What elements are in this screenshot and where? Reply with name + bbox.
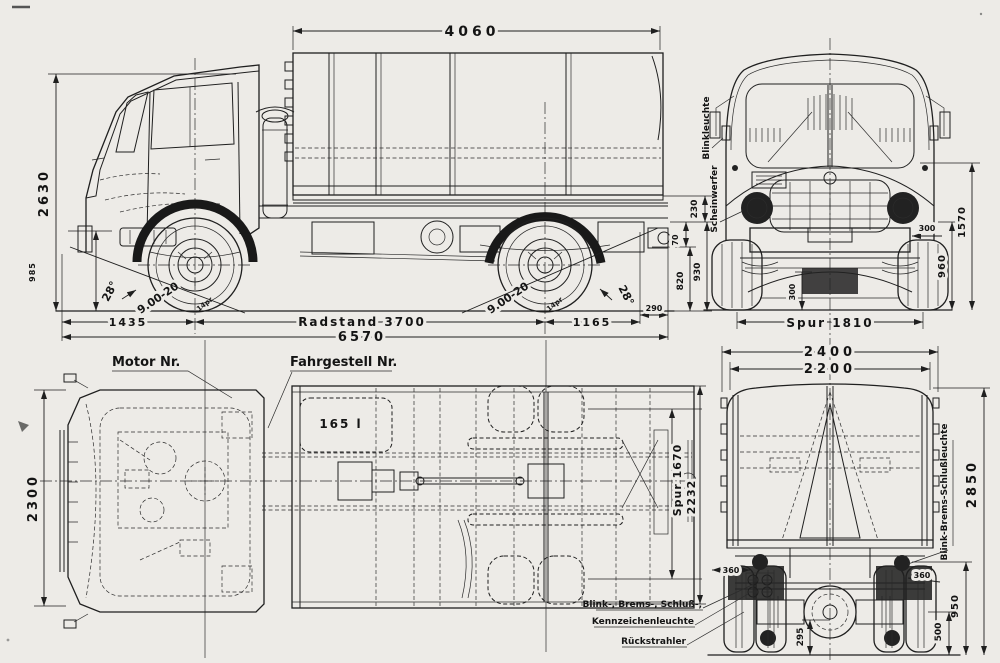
side-rear-wheel: [484, 212, 606, 313]
front-blinker-label: Blinkleuchte: [702, 96, 712, 159]
front-headlight-left: [741, 192, 773, 224]
side-front-wheel: [132, 199, 258, 313]
reflector-label: Rückstrahler: [621, 637, 686, 647]
side-air-stack: [255, 106, 295, 219]
front-headlight-right: [887, 192, 919, 224]
rear-top-dims: 2400 2200: [721, 342, 939, 392]
dim-rear-width-overall-label: 2400: [804, 345, 856, 360]
side-cab: [77, 64, 260, 253]
chassis-no-label: Fahrgestell Nr.: [290, 355, 397, 370]
rear-body: [720, 383, 940, 557]
rear-lamp-right: [894, 555, 910, 571]
dim-track-front-label: Spur 1810: [786, 316, 873, 330]
front-wheels: [711, 239, 949, 311]
rear-lamp-labels: Blink-, Brems-, Schluß-, Kennzeichenleuc…: [583, 584, 753, 648]
dim-rear-track-label: Spur 1670: [671, 444, 684, 517]
plan-engine-details: [117, 411, 253, 593]
dim-rear-frame-heights: 230 70 820 930: [652, 195, 712, 312]
lamps-label-line2: Kennzeichenleuchte: [592, 617, 694, 627]
dim-360-left-label: 360: [723, 566, 740, 575]
dim-rear-overhang-label: 1165: [573, 316, 612, 329]
rear-view: 2400 2200 2850 950 500 Blink-Brems-Schlu…: [583, 342, 990, 660]
plan-labels: Motor Nr. Fahrgestell Nr.: [112, 355, 397, 429]
dim-bumper-300-label: 300: [919, 224, 936, 233]
dim-295-label: 295: [796, 628, 806, 647]
dim-500-label: 500: [934, 623, 944, 642]
dim-bed-length-label: 4060: [445, 24, 500, 40]
front-windshield-vents: [749, 94, 911, 142]
dim-rear-hitch-label: 290: [646, 304, 663, 313]
plan-dims: 2300 Spur 1670 2232: [23, 385, 706, 607]
plan-rear-wheels: [467, 385, 624, 605]
dim-frame-930-label: 930: [693, 263, 703, 282]
tank-capacity-label: 165 l: [319, 417, 362, 431]
dim-rear-height-label: 2850: [965, 460, 980, 508]
dim-overall-height-label: 2630: [37, 169, 52, 217]
plan-driveline: [337, 392, 565, 602]
dim-frame-820-label: 820: [676, 272, 686, 291]
front-grille: [741, 179, 919, 233]
plan-rear-details: [457, 429, 697, 599]
dim-bed-length: 4060: [292, 21, 661, 50]
front-mirrors: [709, 95, 951, 139]
dim-rear-width-body-label: 2200: [804, 362, 856, 377]
lamps-label-line1: Blink-, Brems-, Schluß-,: [583, 600, 702, 610]
dim-front-height: 985: [25, 230, 112, 311]
side-cargo-bed: [259, 52, 668, 219]
paper-smudges: [6, 5, 983, 642]
approach-angle-label: 28°: [99, 279, 120, 303]
dim-overall-height: 2630: [34, 73, 236, 311]
rear-lamps: [745, 554, 910, 600]
dim-360-right-label: 360: [914, 571, 931, 580]
dim-wheelbase-label: Radstand 3700: [298, 315, 426, 329]
dim-outer-width-label: 2232: [685, 480, 698, 515]
front-bottom-dims: 300 Spur 1810: [736, 271, 924, 333]
front-blinker-lamp: [721, 125, 731, 141]
rear-right-dims: 2850 950 500 Blink-Brems-Schlußleuchte: [907, 387, 990, 655]
dim-clearance-300-label: 300: [788, 283, 797, 300]
plan-cab: [59, 373, 265, 629]
front-right-dims: 300 960 1570: [909, 162, 980, 310]
engine-no-label: Motor Nr.: [112, 355, 180, 370]
plan-bed-frame: 165 l: [262, 385, 697, 609]
rear-small-dims: 360 360 295: [712, 563, 941, 655]
dim-950-label: 950: [950, 594, 961, 618]
plan-fuel-tank: [299, 397, 393, 453]
rear-lamp-left: [752, 554, 768, 570]
departure-angle-label: 28°: [615, 283, 636, 307]
dim-overall-length-label: 6570: [338, 330, 386, 345]
front-headlamp-label: Scheinwerfer: [710, 165, 720, 233]
dim-front-height-label: 985: [28, 262, 37, 282]
side-view: 9.00-20 14pr 9.00-20 14pr 28° 28° 4060 2…: [25, 21, 712, 348]
rear-wheels: [723, 565, 937, 653]
dim-frame-230-label: 230: [690, 200, 700, 219]
dim-1570-label: 1570: [957, 206, 968, 238]
dim-frame-70-label: 70: [671, 234, 680, 246]
dim-cab-width-label: 2300: [26, 474, 41, 522]
front-view: Blinkleuchte Scheinwerfer 300 960 1570 3…: [702, 38, 980, 345]
dim-bottom-rows: 1435 Radstand 3700 1165 290 6570: [61, 232, 669, 348]
dim-960-label: 960: [937, 254, 948, 278]
plan-view: 165 l: [23, 340, 706, 658]
dim-front-overhang-label: 1435: [109, 316, 148, 329]
rear-taillight-label: Blink-Brems-Schlußleuchte: [940, 424, 950, 561]
